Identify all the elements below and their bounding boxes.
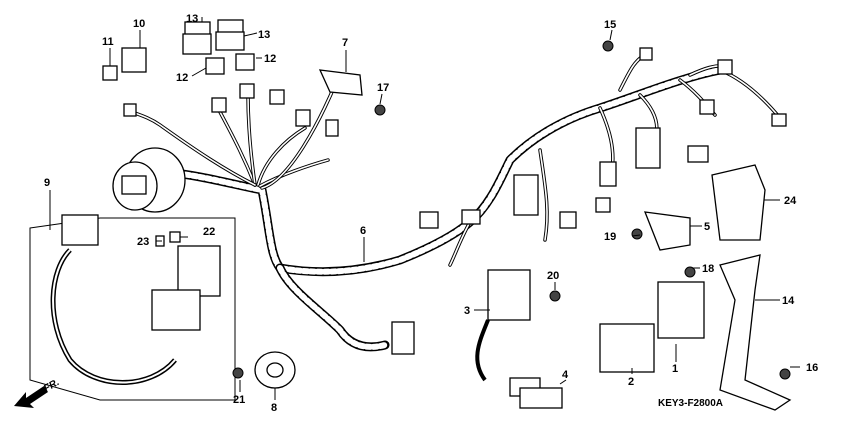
main-wire-harness	[130, 53, 782, 352]
callout-12-right: 12	[264, 53, 276, 65]
callout-17: 17	[377, 82, 389, 94]
callout-6: 6	[360, 225, 366, 237]
callout-13-right: 13	[258, 29, 270, 41]
bracket	[719, 254, 792, 411]
callout-14: 14	[782, 295, 795, 307]
fuse-box-assembly	[29, 214, 236, 401]
regulator-rectifier	[657, 281, 705, 339]
callout-9: 9	[44, 177, 50, 189]
right-connectors	[419, 47, 787, 229]
sensor	[643, 211, 691, 251]
callout-5: 5	[704, 221, 710, 233]
callout-2: 2	[628, 376, 634, 388]
round-connector	[112, 147, 186, 213]
callout-15: 15	[604, 19, 616, 31]
callout-16: 16	[806, 362, 818, 374]
callout-21: 21	[233, 394, 245, 406]
cover-plate	[711, 164, 766, 241]
spark-plug-cap	[519, 387, 563, 409]
callout-11: 11	[102, 36, 114, 48]
callout-12-left: 12	[176, 72, 188, 84]
callout-4: 4	[562, 369, 569, 381]
direction-label: FR.	[42, 377, 61, 395]
callout-7: 7	[342, 37, 348, 49]
callout-19: 19	[604, 231, 616, 243]
callout-24: 24	[784, 195, 797, 207]
relay-parts	[102, 19, 339, 137]
cdi-unit	[599, 323, 655, 373]
capacitor	[391, 174, 539, 355]
callout-18: 18	[702, 263, 714, 275]
diagram-code: KEY3-F2800A	[658, 398, 723, 409]
callouts: 1 2 3 4 5 6 7 8 9 10 11 12 12 13 13 14 1…	[44, 13, 818, 414]
callout-10: 10	[133, 18, 145, 30]
front-direction-arrow: FR.	[14, 377, 61, 408]
callout-1: 1	[672, 363, 678, 375]
horn	[254, 351, 296, 389]
callout-23: 23	[137, 236, 149, 248]
ignition-coil	[475, 269, 541, 397]
connector-clip	[318, 69, 363, 96]
callout-20: 20	[547, 270, 559, 282]
bolts	[232, 40, 791, 380]
callout-3: 3	[464, 305, 470, 317]
callout-22: 22	[203, 226, 215, 238]
callout-13-left: 13	[186, 13, 198, 25]
leader-lines	[49, 17, 800, 400]
callout-8: 8	[271, 402, 277, 414]
